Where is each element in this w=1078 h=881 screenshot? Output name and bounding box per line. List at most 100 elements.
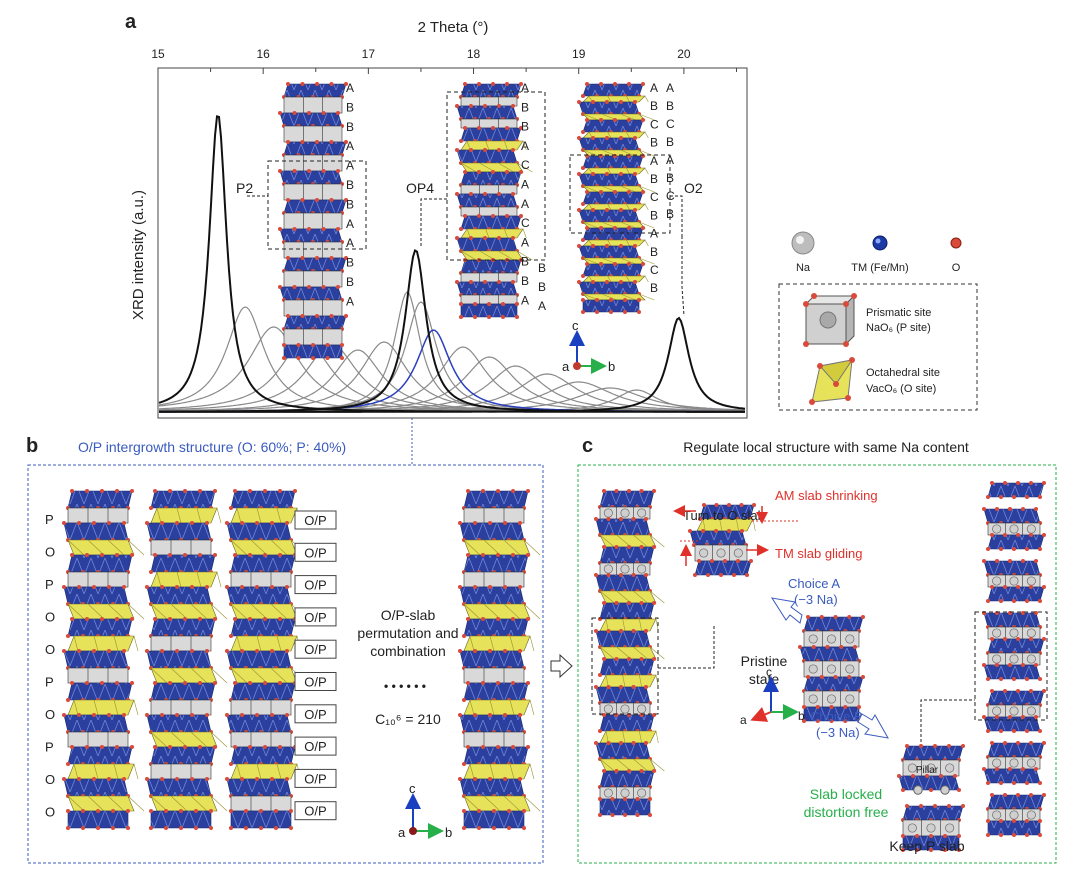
oxygen-atom	[149, 506, 153, 510]
tm-slab	[456, 105, 518, 120]
tm-slab	[987, 820, 1041, 836]
o2-stacking-letter: B	[666, 207, 674, 221]
tm-slab	[63, 586, 129, 605]
oxygen-atom	[463, 82, 467, 86]
oxygen-atom	[591, 172, 595, 176]
oxygen-atom	[957, 848, 961, 852]
oxygen-atom	[340, 343, 344, 347]
axes-triad-c: c a b	[740, 665, 805, 727]
oxygen-atom	[488, 713, 492, 717]
oxygen-atom	[1025, 599, 1029, 603]
op4-stacking-letter: A	[521, 293, 529, 307]
na-atom	[637, 788, 647, 798]
oxygen-atom	[111, 809, 115, 813]
oxygen-atom	[488, 521, 492, 525]
o-slab-edge	[196, 571, 202, 588]
o-slab-edge	[463, 603, 481, 620]
tm-slab	[987, 586, 1045, 602]
tm-slab	[582, 155, 644, 169]
keep-leader	[920, 699, 975, 742]
oxygen-atom	[1012, 729, 1016, 733]
oxygen-atom	[311, 343, 315, 347]
oxygen-atom	[477, 214, 481, 218]
na-atom	[826, 634, 837, 644]
o-slab-edge	[582, 257, 599, 265]
o-slab-edge	[276, 763, 282, 780]
na-atom	[620, 704, 630, 714]
o-slab-edge	[469, 763, 475, 780]
oxygen-atom	[469, 192, 473, 196]
oxygen-atom	[905, 744, 909, 748]
oxygen-atom	[1029, 585, 1033, 589]
o-slab-edge	[626, 95, 630, 103]
na-atom	[1009, 524, 1019, 534]
o-slab-edge	[620, 185, 636, 193]
p-slab	[460, 206, 518, 217]
oxygen-atom	[511, 553, 515, 557]
o-slab-edge	[644, 275, 649, 283]
oxygen-atom	[581, 274, 585, 278]
x-tick-label-20: 20	[677, 47, 691, 61]
ellipsis-dots: • • • • • •	[384, 679, 426, 693]
oxygen-atom	[179, 809, 183, 813]
o-slab-edge	[133, 699, 139, 716]
oxygen-atom	[915, 834, 919, 838]
oxygen-atom	[581, 298, 585, 302]
oxygen-atom	[145, 777, 149, 781]
o-slab-edge	[626, 239, 630, 247]
oxygen-atom	[85, 553, 89, 557]
tm-slab	[150, 682, 216, 701]
tm-slab	[456, 193, 518, 208]
oxygen-atom	[92, 777, 96, 781]
oxygen-atom	[631, 741, 636, 745]
oxygen-atom	[939, 774, 943, 778]
choice-a-arrow	[770, 597, 803, 624]
oxygen-atom	[602, 601, 606, 605]
oxygen-atom	[100, 681, 104, 685]
oxygen-atom	[598, 813, 602, 817]
oxygen-atom	[198, 617, 202, 621]
oxygen-atom	[336, 111, 340, 115]
p-slab	[283, 241, 343, 259]
oxygen-atom	[605, 208, 609, 212]
oxygen-atom	[307, 227, 311, 231]
o-slab	[150, 731, 218, 748]
oxygen-atom	[62, 585, 66, 589]
o-slab-edge	[170, 603, 188, 620]
oxygen-atom	[293, 489, 297, 493]
op4-stacking-letter: B	[521, 100, 529, 114]
oxygen-atom	[225, 521, 229, 525]
oxygen-atom	[85, 745, 89, 749]
oxygen-atom	[591, 100, 595, 104]
oxygen-atom	[606, 517, 611, 521]
tm-slab	[799, 646, 860, 662]
oxygen-atom	[623, 797, 627, 801]
o-slab-edge	[170, 795, 188, 812]
tm-slab	[987, 794, 1045, 810]
oxygen-atom	[802, 705, 806, 709]
oxygen-atom	[598, 729, 602, 733]
oxygen-atom	[477, 170, 481, 174]
tm-slab	[230, 810, 292, 829]
oxygen-atom	[637, 310, 641, 314]
p2-label: P2	[236, 180, 253, 196]
o-slab-edge	[133, 763, 139, 780]
oxygen-atom	[518, 713, 522, 717]
oxygen-atom	[296, 356, 301, 360]
oxygen-atom	[619, 136, 623, 140]
oxygen-atom	[953, 774, 957, 778]
oxygen-atom	[990, 585, 994, 589]
oxygen-atom	[518, 521, 522, 525]
oxygen-atom	[329, 140, 334, 144]
oxygen-atom	[487, 315, 491, 319]
oxygen-atom	[344, 82, 348, 86]
oxygen-atom	[943, 848, 947, 852]
oxygen-atom	[466, 617, 470, 621]
oxygen-atom	[149, 826, 153, 830]
oxygen-atom	[282, 356, 286, 360]
oxygen-atom	[315, 82, 319, 86]
o-slab-edge	[529, 763, 535, 780]
oxygen-atom	[986, 677, 990, 681]
oxygen-atom	[255, 585, 259, 589]
oxygen-atom	[315, 314, 319, 318]
